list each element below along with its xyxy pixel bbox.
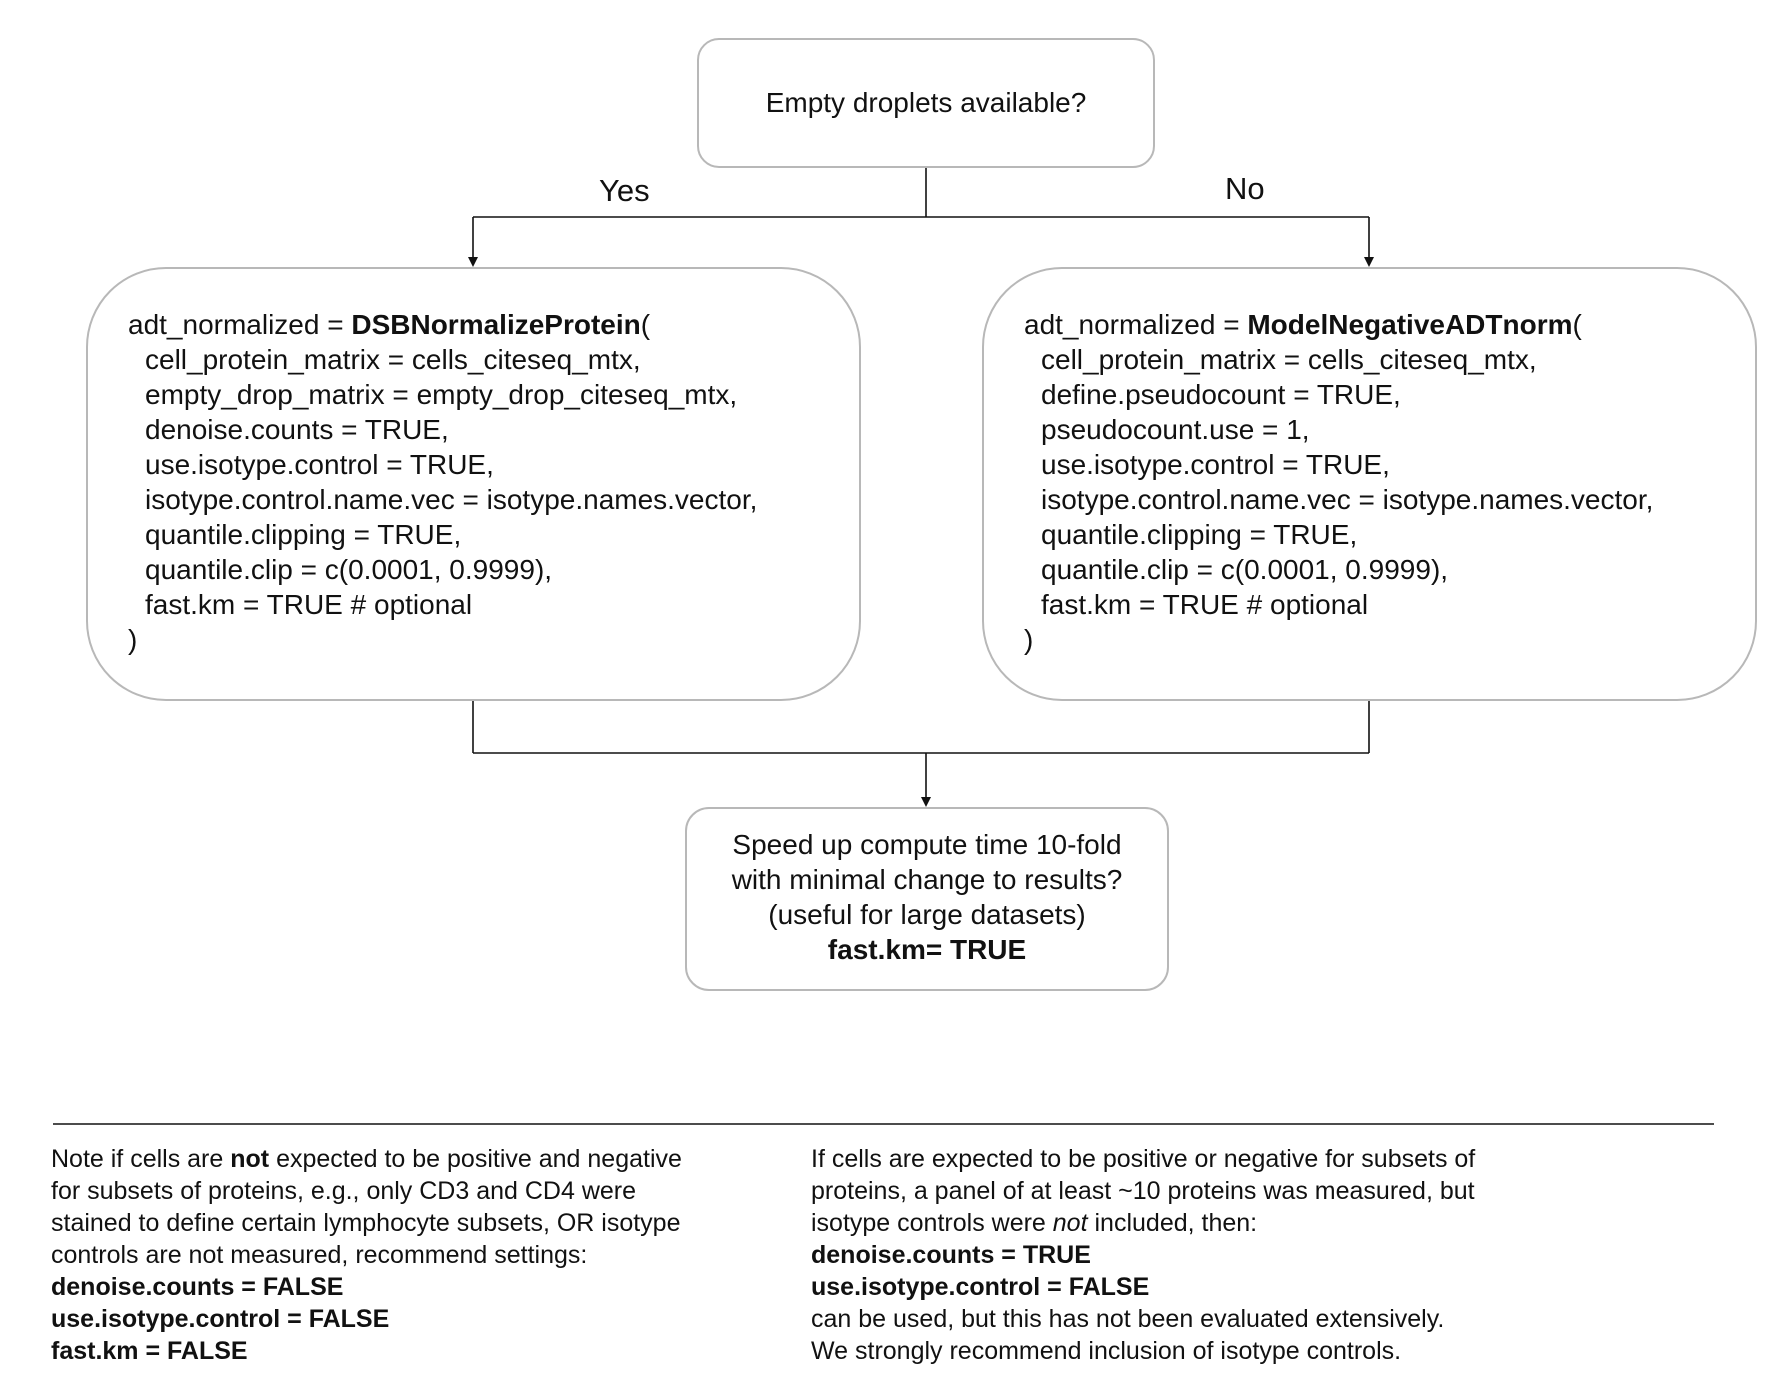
note-right-line: If cells are expected to be positive or … (811, 1145, 1476, 1173)
note-right: If cells are expected to be positive or … (811, 1143, 1571, 1367)
speedup-line-1: Speed up compute time 10-fold (732, 829, 1122, 860)
note-right-text: isotype controls were (811, 1209, 1053, 1237)
mnadt-open-paren: ( (1572, 309, 1582, 340)
dsb-arg-line: isotype.control.name.vec = isotype.names… (145, 484, 758, 515)
mnadt-arg-line: quantile.clip = c(0.0001, 0.9999), (1041, 554, 1449, 585)
speedup-node: Speed up compute time 10-fold with minim… (685, 807, 1169, 991)
mnadt-assign: adt_normalized = (1024, 309, 1248, 340)
dsb-open-paren: ( (640, 309, 651, 340)
mnadt-arg-line: fast.km = TRUE # optional (1041, 589, 1369, 620)
mnadt-close-paren: ) (1024, 624, 1034, 655)
note-left-setting: denoise.counts = FALSE (51, 1273, 344, 1301)
note-left-line: for subsets of proteins, e.g., only CD3 … (51, 1177, 637, 1205)
dsb-arg-line: fast.km = TRUE # optional (145, 589, 473, 620)
note-right-emphasis: not (1052, 1209, 1088, 1237)
speedup-setting: fast.km= TRUE (827, 934, 1027, 965)
note-left: Note if cells are not expected to be pos… (51, 1143, 791, 1367)
note-right-text: included, then: (1087, 1209, 1258, 1237)
speedup-line-3: (useful for large datasets) (768, 899, 1086, 930)
note-left-line: Note if cells are not expected to be pos… (51, 1143, 791, 1175)
speedup-line-2: with minimal change to results? (731, 864, 1123, 895)
dsb-arg-line: empty_drop_matrix = empty_drop_citeseq_m… (145, 379, 738, 410)
dsb-function-name: DSBNormalizeProtein (351, 309, 641, 340)
branch-label-no: No (1225, 171, 1265, 206)
mnadt-arg-line: isotype.control.name.vec = isotype.names… (1041, 484, 1654, 515)
dsb-arg-line: use.isotype.control = TRUE, (145, 449, 494, 480)
note-left-setting: use.isotype.control = FALSE (51, 1305, 390, 1333)
mnadt-arg-line: define.pseudocount = TRUE, (1041, 379, 1401, 410)
dsb-arg-line: cell_protein_matrix = cells_citeseq_mtx, (145, 344, 641, 375)
note-left-line: controls are not measured, recommend set… (51, 1241, 588, 1269)
dsb-close-paren: ) (128, 624, 138, 655)
note-left-text: expected to be positive and negative (269, 1145, 682, 1173)
dsb-arg-line: denoise.counts = TRUE, (145, 414, 449, 445)
note-left-text: Note if cells are (51, 1145, 231, 1173)
note-right-line: proteins, a panel of at least ~10 protei… (811, 1177, 1475, 1205)
decision-question: Empty droplets available? (765, 87, 1087, 118)
mnadt-arg-line: use.isotype.control = TRUE, (1041, 449, 1390, 480)
dsb-arg-line: quantile.clip = c(0.0001, 0.9999), (145, 554, 553, 585)
note-right-line: can be used, but this has not been evalu… (811, 1305, 1445, 1333)
dsb-assign: adt_normalized = (128, 309, 352, 340)
mnadt-function-name: ModelNegativeADTnorm (1247, 309, 1573, 340)
mnadt-arg-line: pseudocount.use = 1, (1041, 414, 1310, 445)
dsb-arg-line: quantile.clipping = TRUE, (145, 519, 462, 550)
dsb-normalize-box: adt_normalized = DSBNormalizeProtein( ce… (86, 267, 861, 701)
dsb-call-line: adt_normalized = DSBNormalizeProtein( (128, 307, 859, 342)
note-left-setting: fast.km = FALSE (51, 1337, 248, 1365)
note-right-line: isotype controls were not included, then… (811, 1207, 1571, 1239)
branch-label-yes: Yes (599, 173, 650, 208)
mnadt-call-line: adt_normalized = ModelNegativeADTnorm( (1024, 307, 1755, 342)
note-right-setting: use.isotype.control = FALSE (811, 1273, 1150, 1301)
mnadt-arg-line: quantile.clipping = TRUE, (1041, 519, 1358, 550)
note-left-emphasis: not (230, 1145, 270, 1173)
model-negative-box: adt_normalized = ModelNegativeADTnorm( c… (982, 267, 1757, 701)
note-left-line: stained to define certain lymphocyte sub… (51, 1209, 681, 1237)
decision-node: Empty droplets available? (697, 38, 1155, 168)
mnadt-arg-line: cell_protein_matrix = cells_citeseq_mtx, (1041, 344, 1537, 375)
note-right-line: We strongly recommend inclusion of isoty… (811, 1337, 1402, 1365)
note-right-setting: denoise.counts = TRUE (811, 1241, 1091, 1269)
